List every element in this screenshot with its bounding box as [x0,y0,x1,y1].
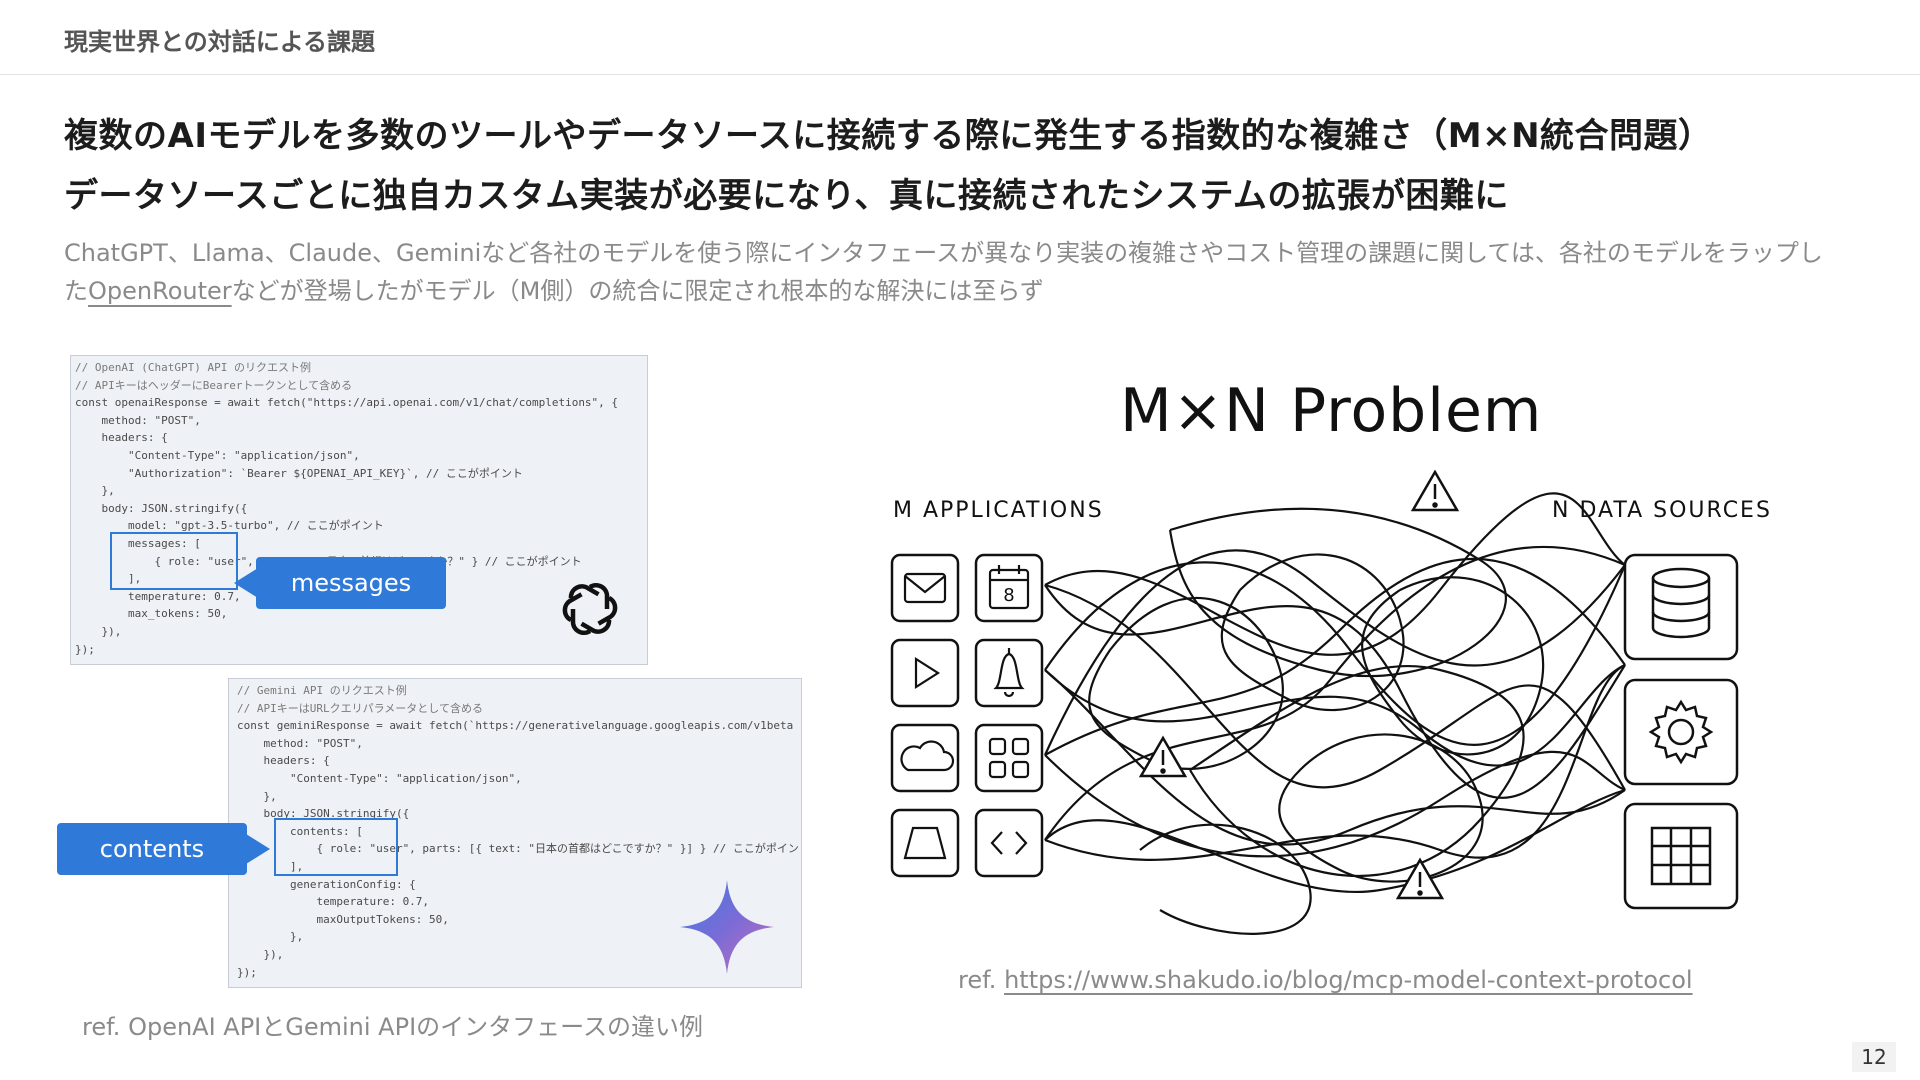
headline-1: 複数のAIモデルを多数のツールやデータソースに接続する際に発生する指数的な複雑さ… [64,108,1713,157]
body-text: ChatGPT、Llama、Claude、Geminiなど各社のモデルを使う際に… [64,234,1844,310]
code-line: headers: { [75,429,647,447]
gear-icon [1625,680,1737,784]
messages-callout-arrow [234,568,258,598]
openrouter-link[interactable]: OpenRouter [88,277,232,305]
tangle-lines [1045,493,1625,934]
play-icon [892,640,958,706]
code-line: method: "POST", [75,412,647,430]
gemini-logo-icon [678,878,776,980]
code-line: }, [237,788,801,806]
contents-callout: contents [57,823,247,875]
code-line: "Content-Type": "application/json", [237,770,801,788]
ref-right: ref. https://www.shakudo.io/blog/mcp-mod… [958,966,1693,994]
code-line: body: JSON.stringify({ [75,500,647,518]
code-line: "Authorization": `Bearer ${OPENAI_API_KE… [75,465,647,483]
code-line: }, [75,482,647,500]
code-line: "Content-Type": "application/json", [75,447,647,465]
contents-callout-label: contents [100,835,204,863]
ref-right-prefix: ref. [958,966,1004,994]
ref-left: ref. OpenAI APIとGemini APIのインタフェースの違い例 [82,1007,703,1042]
code-line: method: "POST", [237,735,801,753]
mxn-diagram: 8 [880,470,1760,940]
openai-logo-icon [556,575,624,647]
page-number: 12 [1852,1042,1896,1072]
contents-callout-arrow [246,834,270,864]
warning-icon [1141,738,1185,776]
code-line: // APIキーはURLクエリパラメータとして含める [237,700,801,718]
code-line: // APIキーはヘッダーにBearerトークンとして含める [75,377,647,395]
code-icon [976,810,1042,876]
database-icon [1625,555,1737,659]
code-line: const geminiResponse = await fetch(`http… [237,717,801,735]
triangle-icon [892,810,958,876]
slide-header: 現実世界との対話による課題 [0,0,1920,75]
mail-icon [892,555,958,621]
messages-callout: messages [256,557,446,609]
table-icon [1625,804,1737,908]
messages-highlight-box [110,532,238,590]
code-line: // Gemini API のリクエスト例 [237,682,801,700]
body-line-1: ChatGPT、Llama、Claude、Geminiなど各社のモデルを使う際に… [64,239,1823,267]
diagram-title: M×N Problem [1120,376,1542,446]
body-line-2-suffix: などが登場したがモデル（M側）の統合に限定され根本的な解決には至らず [232,277,1044,305]
calendar-day: 8 [1003,585,1014,606]
ref-right-url[interactable]: https://www.shakudo.io/blog/mcp-model-co… [1004,966,1692,994]
code-line: headers: { [237,752,801,770]
contents-highlight-box [274,818,398,876]
messages-callout-label: messages [291,569,411,597]
code-line: const openaiResponse = await fetch("http… [75,394,647,412]
header-title: 現実世界との対話による課題 [64,22,375,57]
headline-2: データソースごとに独自カスタム実装が必要になり、真に接続されたシステムの拡張が困… [64,168,1509,217]
warning-icon [1398,860,1442,898]
code-line: // OpenAI (ChatGPT) API のリクエスト例 [75,359,647,377]
grid-icon [976,725,1042,791]
warning-icon [1413,472,1457,510]
body-line-2-prefix: た [64,277,88,305]
